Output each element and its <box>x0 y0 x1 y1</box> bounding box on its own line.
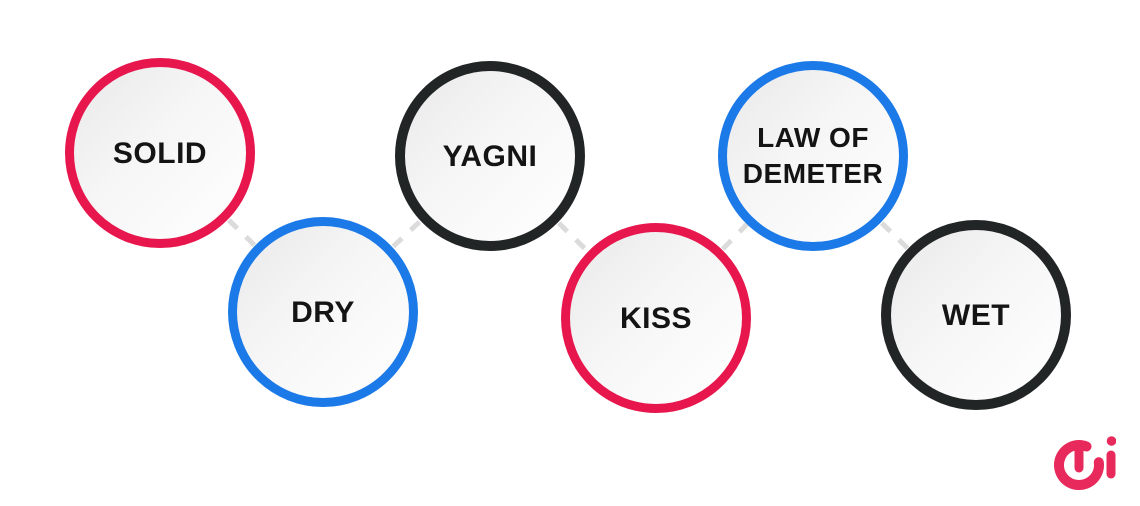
node-label: YAGNI <box>442 139 538 173</box>
node-solid: SOLID <box>65 58 255 248</box>
node-label: SOLID <box>112 136 208 170</box>
logo-i-dot <box>1106 436 1116 446</box>
node-label: LAW OF DEMETER <box>742 121 884 189</box>
node-dry: DRY <box>228 217 418 407</box>
node-kiss: KISS <box>561 223 751 413</box>
logo-c-ring <box>1054 440 1104 490</box>
node-wet: WET <box>881 220 1071 410</box>
node-law-of-demeter: LAW OF DEMETER <box>718 61 908 251</box>
cmi-logo <box>1054 436 1116 490</box>
node-yagni: YAGNI <box>395 61 585 251</box>
logo-mark <box>1054 436 1116 490</box>
node-label: KISS <box>619 301 693 335</box>
node-label: WET <box>941 298 1011 332</box>
node-label: DRY <box>291 295 355 329</box>
